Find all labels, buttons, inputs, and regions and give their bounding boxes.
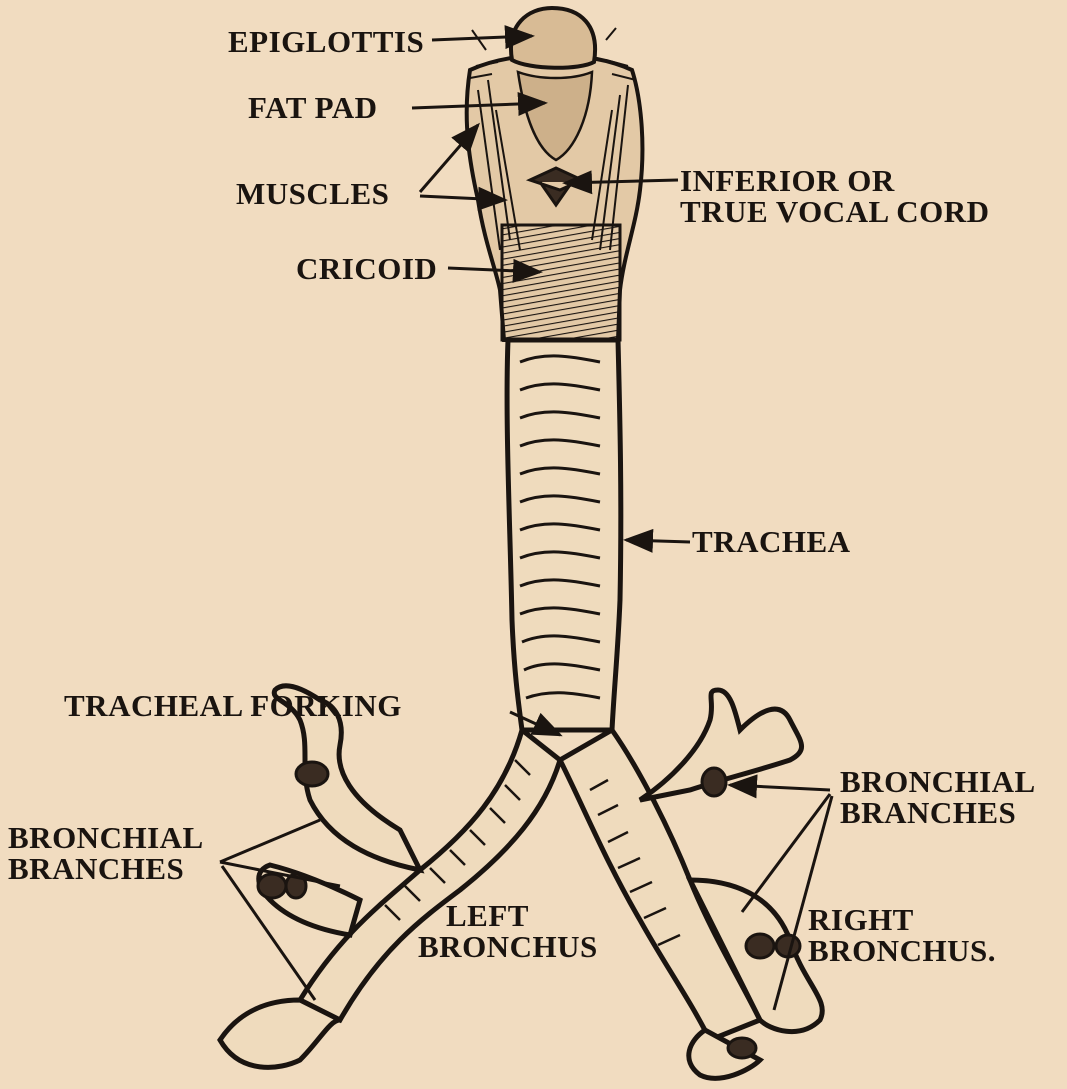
label-fat-pad: FAT PAD	[248, 92, 378, 123]
label-bronchial-branches-right-line2: BRANCHES	[840, 797, 1036, 828]
leader-left-branches-2	[220, 820, 320, 862]
label-left-bronchus-line1: LEFT	[418, 900, 598, 931]
label-cricoid: CRICOID	[296, 253, 437, 284]
label-bronchial-branches-left-line2: BRANCHES	[8, 853, 204, 884]
label-left-bronchus-line2: BRONCHUS	[418, 931, 598, 962]
epiglottis-shape	[511, 8, 595, 68]
left-bronchial-branches	[220, 686, 420, 1068]
label-tracheal-forking: TRACHEAL FORKING	[64, 690, 402, 721]
label-left-bronchus: LEFT BRONCHUS	[418, 900, 598, 962]
label-right-bronchus-line1: RIGHT	[808, 904, 996, 935]
bronchi	[220, 686, 822, 1078]
label-vocal-cord: INFERIOR OR TRUE VOCAL CORD	[680, 165, 989, 227]
larynx	[467, 8, 643, 340]
label-muscles: MUSCLES	[236, 178, 389, 209]
label-epiglottis: EPIGLOTTIS	[228, 26, 424, 57]
label-right-bronchus: RIGHT BRONCHUS.	[808, 904, 996, 966]
label-bronchial-branches-left: BRONCHIAL BRANCHES	[8, 822, 204, 884]
trachea	[507, 340, 621, 730]
label-trachea: TRACHEA	[692, 526, 851, 557]
leader-right-branches-1	[730, 785, 830, 790]
label-bronchial-branches-left-line1: BRONCHIAL	[8, 822, 204, 853]
label-bronchial-branches-right-line1: BRONCHIAL	[840, 766, 1036, 797]
trachea-outline	[507, 340, 621, 730]
label-vocal-cord-line1: INFERIOR OR	[680, 165, 989, 196]
label-vocal-cord-line2: TRUE VOCAL CORD	[680, 196, 989, 227]
label-bronchial-branches-right: BRONCHIAL BRANCHES	[840, 766, 1036, 828]
cricoid-shape	[502, 225, 620, 340]
label-right-bronchus-line2: BRONCHUS.	[808, 935, 996, 966]
leader-trachea	[626, 540, 690, 542]
